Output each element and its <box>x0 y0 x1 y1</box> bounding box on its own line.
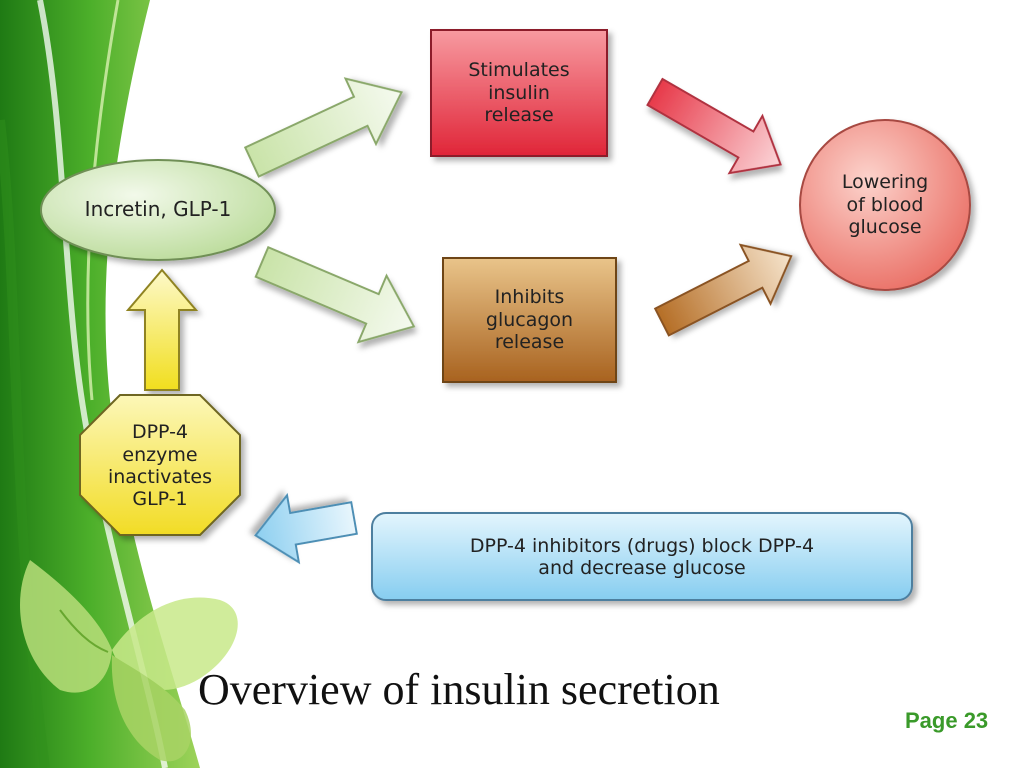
stimulates-node-shape <box>430 29 608 157</box>
incretin-label: Incretin, GLP-1 <box>84 197 232 222</box>
inhibitors-node-shape <box>371 512 913 601</box>
lowering-label: Lowering of blood glucose <box>841 171 929 239</box>
arrow-stimulates-to-lowering <box>646 77 782 175</box>
stimulates-label: Stimulates insulin release <box>468 59 570 127</box>
inhibits-node-shape <box>442 257 617 383</box>
incretin-node-shape <box>40 159 276 261</box>
arrow-incretin-to-stimulates <box>243 77 403 178</box>
dpp4-enzyme-node-shape <box>79 394 241 536</box>
inhibits-label: Inhibits glucagon release <box>485 286 574 354</box>
lowering-node-shape <box>799 119 971 291</box>
page-number: Page 23 <box>905 708 989 733</box>
slide-title: Overview of insulin secretion <box>198 665 720 714</box>
arrow-inhibitors-to-dpp4 <box>254 492 358 565</box>
inhibitors-label: DPP-4 inhibitors (drugs) block DPP-4 and… <box>469 534 815 579</box>
arrow-dpp4-to-incretin <box>125 268 199 391</box>
butterfly-icon <box>20 560 238 762</box>
dpp4-enzyme-label: DPP-4 enzyme inactivates GLP-1 <box>107 421 213 511</box>
arrow-inhibits-to-lowering <box>653 243 793 337</box>
arrow-incretin-to-inhibits <box>254 245 416 344</box>
